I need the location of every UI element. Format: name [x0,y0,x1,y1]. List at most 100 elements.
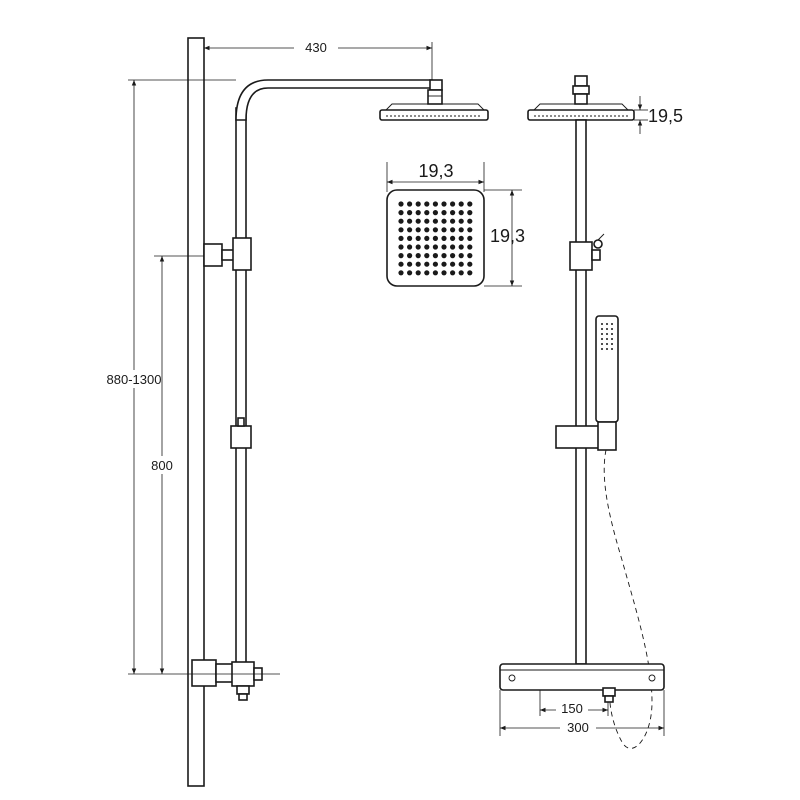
nozzle-dot [398,270,404,276]
valve-width-label: 300 [567,720,589,735]
nozzle-dot [450,227,456,233]
nozzle-dot [467,235,473,241]
nozzle-dot [415,261,421,267]
lower-height-label: 800 [151,458,173,473]
hand-nozzle-dot [606,333,608,335]
hand-nozzle-dot [601,323,603,325]
shower-head-top-view [386,189,485,287]
arm-length-label: 430 [305,40,327,55]
nozzle-dot [398,244,404,250]
hand-nozzle-dot [606,348,608,350]
nozzle-dot [424,270,430,276]
upper-clamp [232,237,252,271]
nozzle-dot [415,210,421,216]
nozzle-dot [407,210,413,216]
nozzle-dot [424,201,430,207]
nozzle-dot [398,201,404,207]
nozzle-dot [467,218,473,224]
nozzle-dot [415,244,421,250]
nozzle-dot [458,235,464,241]
nozzle-dot [441,261,447,267]
nozzle-dot [407,270,413,276]
hand-nozzle-dot [601,338,603,340]
dimension-head-width: 19,3 [386,161,485,192]
nozzle-dot [450,244,456,250]
nozzle-dot [432,218,438,224]
nozzle-dot [415,227,421,233]
nozzle-dot [467,227,473,233]
nozzle-dot [432,253,438,259]
arm-end-connector [429,79,443,91]
front-upper-clamp [569,241,593,271]
nozzle-dot [458,201,464,207]
nozzle-dot [441,235,447,241]
hand-nozzle-dot [606,343,608,345]
nozzle-dot [467,253,473,259]
dimension-head-thickness: 19,5 [634,96,683,134]
nozzle-grid [398,201,473,276]
nozzle-dot [432,244,438,250]
nozzle-dot [424,218,430,224]
thermostatic-valve-bar [499,663,665,691]
nozzle-dot [398,261,404,267]
side-view [187,37,489,787]
hand-nozzle-dot [611,338,613,340]
nozzle-dot [450,261,456,267]
hand-shower-nozzles [601,323,613,350]
nozzle-dot [467,244,473,250]
middle-slider [230,425,252,449]
hand-nozzle-dot [611,333,613,335]
dimension-lower-height: 800 [146,255,204,674]
nozzle-dot [432,227,438,233]
nozzle-dot [458,253,464,259]
nozzle-dot [458,270,464,276]
head-thickness-label: 19,5 [648,106,683,126]
hand-nozzle-dot [601,333,603,335]
nozzle-dot [432,235,438,241]
nozzle-dot [458,210,464,216]
nozzle-dot [450,270,456,276]
nozzle-dot [407,235,413,241]
hand-nozzle-dot [611,343,613,345]
nozzle-dot [441,244,447,250]
hand-nozzle-dot [611,328,613,330]
nozzle-dot [415,253,421,259]
dimension-valve-width: 300 [499,690,665,736]
nozzle-dot [432,261,438,267]
nozzle-dot [407,261,413,267]
nozzle-dot [467,201,473,207]
nozzle-dot [458,261,464,267]
nozzle-dot [415,270,421,276]
shower-head-front [527,109,635,121]
dimension-total-height: 880-1300 [104,79,280,675]
nozzle-dot [450,201,456,207]
nozzle-dot [415,218,421,224]
nozzle-dot [450,235,456,241]
nozzle-dot [458,218,464,224]
riser-pipe [235,107,247,679]
valve-outlet [602,687,616,697]
front-view [499,75,665,749]
nozzle-dot [398,227,404,233]
dimension-valve-spacing: 150 [539,690,609,716]
upper-wall-bracket [203,243,223,267]
shower-head-plate [386,189,485,287]
nozzle-dot [415,235,421,241]
nozzle-dot [450,218,456,224]
nozzle-dot [398,235,404,241]
ball-joint [427,89,443,105]
dimension-head-depth: 19,3 [484,189,525,287]
nozzle-dot [407,218,413,224]
hand-nozzle-dot [606,338,608,340]
nozzle-dot [398,210,404,216]
nozzle-dot [415,201,421,207]
hand-nozzle-dot [611,323,613,325]
nozzle-dot [407,253,413,259]
total-height-label: 880-1300 [107,372,162,387]
nozzle-dot [424,210,430,216]
nozzle-dot [432,201,438,207]
nozzle-dot [441,227,447,233]
nozzle-dot [424,244,430,250]
wall [187,37,205,787]
